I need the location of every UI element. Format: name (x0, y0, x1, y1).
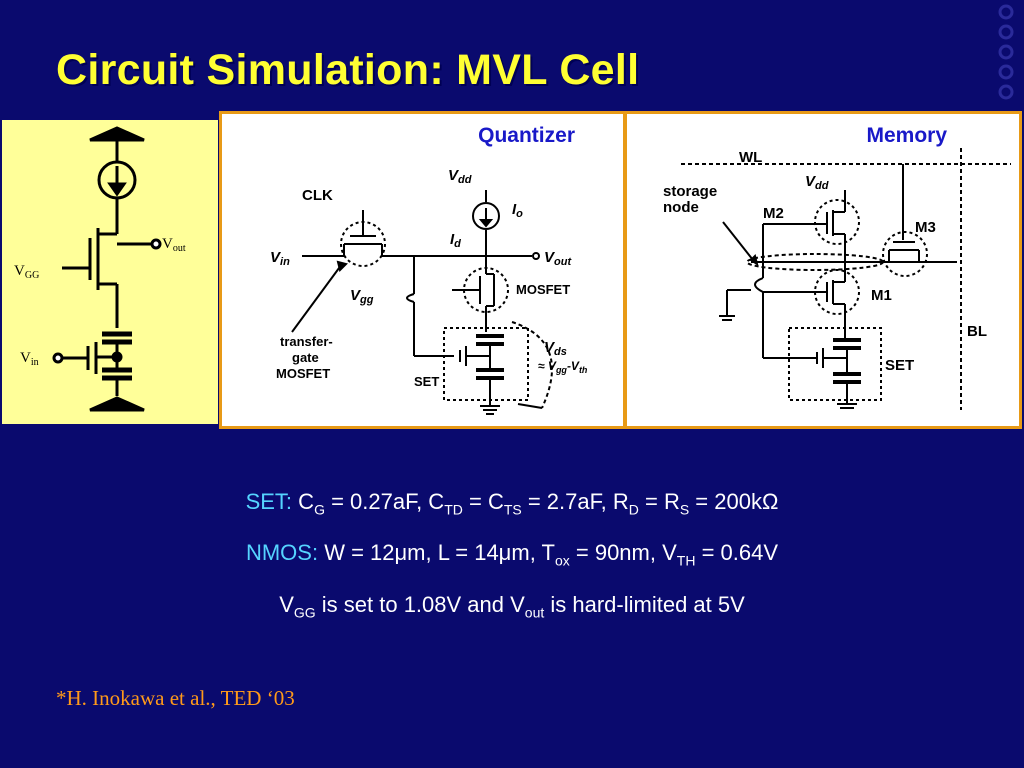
vgg-label: V (14, 263, 25, 279)
vin-sub: in (280, 256, 290, 268)
transfer-gate-line2: gate (292, 350, 319, 365)
memory-label: Memory (866, 124, 947, 147)
vout-label: V (544, 249, 556, 266)
memory-panel: Memory (624, 111, 1022, 429)
clk-label: CLK (302, 187, 333, 204)
vout-label: V (162, 236, 173, 252)
vgg-label: V (350, 287, 362, 304)
transfer-gate-line3: MOSFET (276, 366, 330, 381)
vin-label: V (270, 249, 282, 266)
vds-eq-sub1: gg (555, 365, 567, 375)
mosfet-label: MOSFET (516, 282, 570, 297)
id-sub: d (454, 238, 461, 250)
quantizer-schematic: CLK Vdd Io Id Vin Vout Vgg MOSFET transf… (270, 167, 588, 415)
svg-text:VGG: VGG (14, 263, 39, 281)
svg-text:Vin: Vin (20, 350, 39, 368)
svg-text:Vds: Vds (544, 339, 567, 358)
svg-text:≈ Vgg-Vth: ≈ Vgg-Vth (538, 359, 588, 375)
bl-label: BL (967, 323, 987, 340)
wl-label: WL (739, 149, 762, 166)
svg-text:Vdd: Vdd (805, 173, 829, 192)
vds-eq: ≈ V (538, 359, 557, 373)
slide-title: Circuit Simulation: MVL Cell (56, 46, 640, 94)
vdd-sub: dd (458, 174, 472, 186)
vdd-sub: dd (815, 180, 829, 192)
vin-label: V (20, 350, 31, 366)
citation: *H. Inokawa et al., TED ‘03 (56, 686, 295, 710)
svg-text:Vgg: Vgg (350, 287, 374, 306)
io-sub: o (516, 208, 523, 220)
simulation-parameters: SET: CG = 0.27aF, CTD = CTS = 2.7aF, RD … (0, 480, 1024, 634)
set-key: SET: (245, 489, 293, 514)
mvl-cell-schematic: VGG Vout Vin (14, 126, 186, 412)
vgg-sub: GG (25, 270, 39, 281)
nmos-parameters-line: NMOS: W = 12μm, L = 14μm, Tox = 90nm, VT… (245, 540, 779, 569)
nmos-key: NMOS: (245, 540, 319, 566)
svg-text:Vdd: Vdd (448, 167, 472, 186)
io-label: I (512, 201, 517, 218)
m1-label: M1 (871, 287, 892, 304)
id-label: I (450, 231, 455, 248)
storage-node-line2: node (663, 199, 699, 216)
vin-sub: in (31, 357, 39, 368)
vdd-label: V (448, 167, 460, 184)
quantizer-label: Quantizer (478, 124, 575, 147)
set-label: SET (414, 374, 439, 389)
quantizer-panel: Quantizer (219, 111, 626, 429)
vds-sub: ds (554, 346, 567, 358)
svg-text:Vout: Vout (162, 236, 186, 254)
vds-label: V (544, 339, 556, 356)
storage-node-line1: storage (663, 183, 717, 200)
svg-text:Vout: Vout (544, 249, 572, 268)
set-label: SET (885, 357, 914, 374)
vds-eq-mid: -V (567, 359, 580, 373)
vgg-sub: gg (359, 294, 374, 306)
vdd-label: V (805, 173, 817, 190)
m2-label: M2 (763, 205, 784, 222)
svg-text:Vin: Vin (270, 249, 290, 268)
vds-eq-sub2: th (579, 365, 588, 375)
svg-text:Io: Io (512, 201, 523, 220)
svg-text:Id: Id (450, 231, 461, 250)
transfer-gate-line1: transfer- (280, 334, 333, 349)
set-parameters-line: SET: CG = 0.27aF, CTD = CTS = 2.7aF, RD … (245, 489, 779, 518)
vout-sub: out (554, 256, 572, 268)
m3-label: M3 (915, 219, 936, 236)
memory-schematic: WL storage node Vdd M2 M3 M1 BL SET (663, 148, 1011, 410)
mvl-cell-schematic-panel: VGG Vout Vin (2, 120, 218, 424)
vgg-vout-line: VGG is set to 1.08V and Vout is hard-lim… (279, 591, 745, 621)
corner-decoration (998, 4, 1014, 100)
vout-sub: out (173, 243, 186, 254)
